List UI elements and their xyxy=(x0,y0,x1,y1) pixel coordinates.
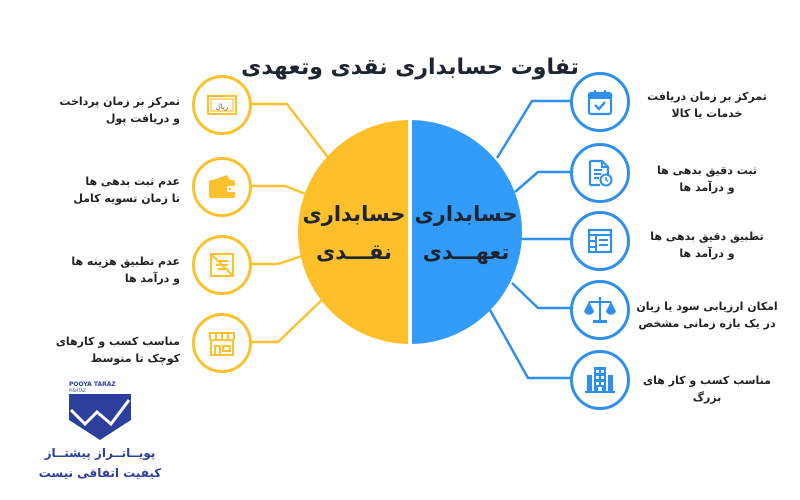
cash-item-3-line2: و درآمد ها xyxy=(124,272,180,285)
accrual-item-3-line1: تطبیق دقیق بدهی ها xyxy=(650,230,764,243)
accrual-item-5-text: مناسب کسب و کار های بزرگ xyxy=(632,372,782,406)
accrual-label-line2: تعهـــدی xyxy=(422,240,510,264)
accrual-item-1-text: تمرکز بر زمان دریافت خدمات یا کالا xyxy=(632,88,782,122)
logo-shield-icon: POOYA TARAZ PISHTAZ xyxy=(69,381,131,440)
accrual-item-5-line1: مناسب کسب و کار های xyxy=(643,374,771,387)
document-clock-icon xyxy=(588,159,613,187)
building-icon xyxy=(585,367,615,393)
cash-item-4-circle xyxy=(192,313,252,373)
accrual-item-2-circle xyxy=(570,143,630,203)
banknote-icon: ریال xyxy=(207,95,237,115)
cash-label-line1: حسابداری xyxy=(302,202,406,226)
svg-text:PISHTAZ: PISHTAZ xyxy=(69,388,86,393)
company-logo: POOYA TARAZ PISHTAZ xyxy=(60,380,140,444)
svg-text:ریال: ریال xyxy=(216,103,229,111)
table-icon xyxy=(587,228,613,254)
accrual-item-3-circle xyxy=(570,211,630,271)
cash-label-line2: نقـــدی xyxy=(316,240,392,264)
logo-name: پویــاتــراز پیشتــاز xyxy=(44,446,156,460)
storefront-icon xyxy=(209,332,235,356)
cash-half xyxy=(298,120,408,344)
svg-text:POOYA TARAZ: POOYA TARAZ xyxy=(69,381,116,388)
accrual-item-4-circle xyxy=(570,280,630,340)
wallet-icon xyxy=(209,175,236,198)
accrual-item-4-line2: در یک بازه زمانی مشخص xyxy=(638,317,776,330)
cash-item-4-text: مناسب کسب و کارهای کوچک تا متوسط xyxy=(10,333,180,367)
page-title: تفاوت حسابداری نقدی وتعهدی xyxy=(241,55,579,80)
calendar-check-icon xyxy=(587,90,613,116)
accrual-item-1-line2: خدمات یا کالا xyxy=(671,107,743,120)
accrual-item-4-text: امکان ارزیابی سود یا زیان در یک بازه زما… xyxy=(632,298,782,332)
crossed-document-icon xyxy=(210,253,234,277)
accrual-item-1-circle xyxy=(570,72,630,132)
accrual-item-3-line2: و درآمد ها xyxy=(679,247,735,260)
cash-item-2-line2: تا زمان تسویه کامل xyxy=(73,192,180,205)
accrual-item-4-line1: امکان ارزیابی سود یا زیان xyxy=(636,300,778,313)
logo-slogan: کیفیت اتفاقی نیست xyxy=(38,466,162,480)
cash-item-4-line2: کوچک تا متوسط xyxy=(90,352,180,365)
accrual-item-5-line2: بزرگ xyxy=(692,391,722,404)
cash-item-1-text: تمرکز بر زمان پرداخت و دریافت پول xyxy=(10,93,180,127)
accrual-item-2-text: ثبت دقیق بدهی ها و درآمد ها xyxy=(632,162,782,196)
cash-item-3-line1: عدم تطبیق هزینه ها xyxy=(71,255,180,268)
cash-item-1-line1: تمرکز بر زمان پرداخت xyxy=(59,95,180,108)
accrual-item-1-line1: تمرکز بر زمان دریافت xyxy=(647,90,767,103)
cash-item-2-line1: عدم ثبت بدهی ها xyxy=(85,175,180,188)
accrual-item-2-line2: و درآمد ها xyxy=(679,181,735,194)
accrual-accounting-label: حسابداری تعهـــدی xyxy=(412,195,520,271)
cash-item-2-text: عدم ثبت بدهی ها تا زمان تسویه کامل xyxy=(10,173,180,207)
central-circle xyxy=(298,120,522,344)
cash-item-3-circle xyxy=(192,235,252,295)
cash-item-4-line1: مناسب کسب و کارهای xyxy=(55,335,180,348)
cash-item-1-line2: و دریافت پول xyxy=(105,112,180,125)
cash-item-3-text: عدم تطبیق هزینه ها و درآمد ها xyxy=(10,253,180,287)
accrual-item-3-text: تطبیق دقیق بدهی ها و درآمد ها xyxy=(632,228,782,262)
accrual-item-5-circle xyxy=(570,350,630,410)
accrual-item-2-line1: ثبت دقیق بدهی ها xyxy=(656,164,757,177)
accrual-half xyxy=(412,120,522,344)
cash-item-1-circle: ریال xyxy=(192,75,252,135)
cash-accounting-label: حسابداری نقـــدی xyxy=(300,195,408,271)
balance-scale-icon xyxy=(584,297,616,323)
accrual-label-line1: حسابداری xyxy=(414,202,518,226)
cash-item-2-circle xyxy=(192,157,252,217)
